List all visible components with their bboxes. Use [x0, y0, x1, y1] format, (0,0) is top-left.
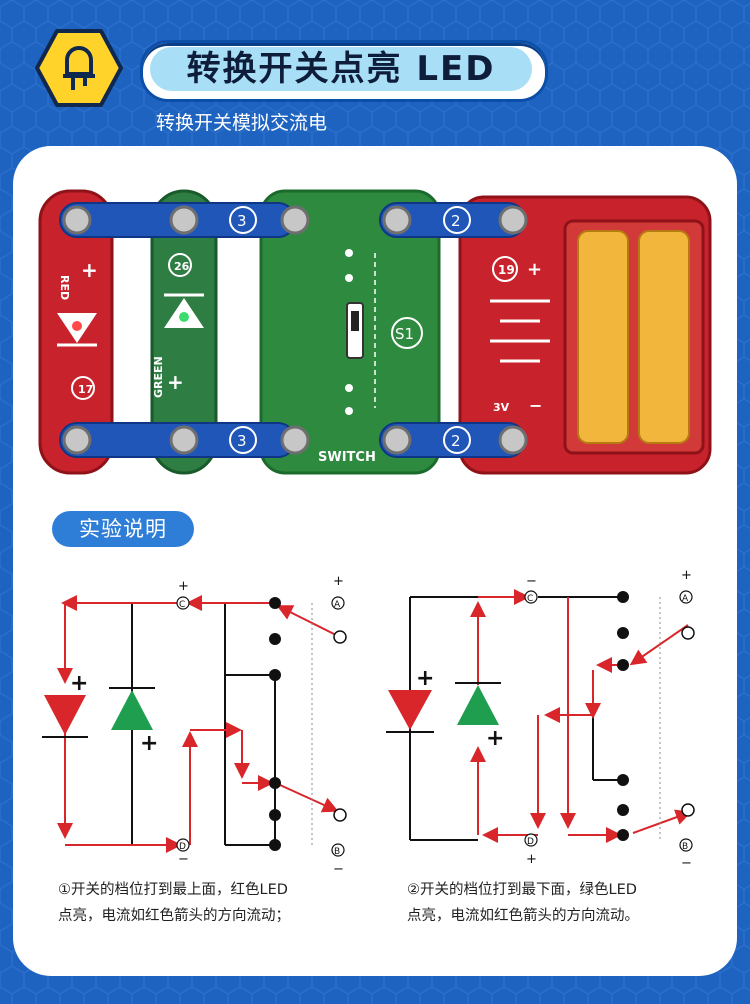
svg-text:2: 2 — [451, 432, 461, 450]
svg-text:3: 3 — [237, 432, 247, 450]
svg-text:−: − — [526, 574, 537, 589]
schematic-diagrams: + + A B C D + − + − — [42, 568, 695, 875]
red-led-label: RED — [58, 275, 71, 300]
green-led-plus: + — [167, 370, 184, 394]
green-led-symbol-2 — [457, 685, 499, 725]
schematic-1: + + A B C D + − + − — [42, 574, 347, 875]
battery-cell-2 — [638, 230, 690, 444]
green-led-board — [150, 189, 218, 475]
green-led-symbol — [111, 690, 153, 730]
caption-step-2: ②开关的档位打到最下面，绿色LED 点亮，电流如红色箭头的方向流动。 — [407, 882, 639, 924]
circuit-board-illustration: RED + 17 26 + GREEN S1 SWITCH 19 + 3V − … — [38, 189, 712, 475]
svg-text:+: + — [526, 852, 537, 867]
battery-cell-1 — [577, 230, 629, 444]
svg-text:+: + — [178, 579, 189, 594]
page-title: 转换开关点亮 LED — [186, 49, 496, 89]
schematic-2: + + A B C D − + + − — [386, 568, 695, 871]
red-led-symbol — [44, 695, 86, 735]
svg-text:A: A — [334, 600, 341, 610]
led-bulb-icon — [35, 29, 123, 107]
green-led-label: GREEN — [152, 356, 165, 398]
caption-step-1: ①开关的档位打到最上面，红色LED 点亮，电流如红色箭头的方向流动； — [58, 882, 290, 924]
wire-top-right: 2 — [379, 202, 526, 238]
red-led-number: 17 — [78, 383, 93, 396]
battery-number: 19 — [498, 263, 515, 277]
svg-text:+: + — [486, 726, 504, 751]
svg-text:+: + — [140, 731, 158, 756]
svg-text:+: + — [70, 671, 88, 696]
svg-text:C: C — [527, 594, 533, 604]
title-banner-inner — [150, 47, 532, 91]
svg-text:A: A — [682, 594, 689, 604]
svg-text:D: D — [527, 837, 534, 847]
svg-text:D: D — [179, 842, 186, 852]
svg-text:C: C — [179, 600, 185, 610]
battery-plus: + — [527, 259, 542, 280]
svg-text:−: − — [681, 856, 692, 871]
switch-label: S1 — [395, 325, 414, 343]
svg-text:−: − — [333, 862, 344, 875]
svg-text:3: 3 — [237, 212, 247, 230]
switch-text: SWITCH — [318, 450, 376, 465]
svg-text:−: − — [178, 852, 189, 867]
wire-bottom-right: 2 — [379, 422, 526, 458]
green-led-number: 26 — [174, 260, 190, 273]
svg-text:B: B — [682, 842, 688, 852]
svg-text:+: + — [416, 666, 434, 691]
red-led-plus: + — [81, 258, 98, 282]
section-title: 实验说明 — [52, 511, 194, 547]
battery-voltage: 3V — [493, 401, 510, 414]
svg-text:+: + — [333, 574, 344, 589]
page-subtitle: 转换开关模拟交流电 — [156, 112, 328, 134]
svg-text:2: 2 — [451, 212, 461, 230]
red-led-symbol-2 — [388, 690, 432, 730]
svg-text:B: B — [334, 847, 340, 857]
svg-text:+: + — [681, 568, 692, 583]
battery-minus: − — [529, 396, 542, 415]
